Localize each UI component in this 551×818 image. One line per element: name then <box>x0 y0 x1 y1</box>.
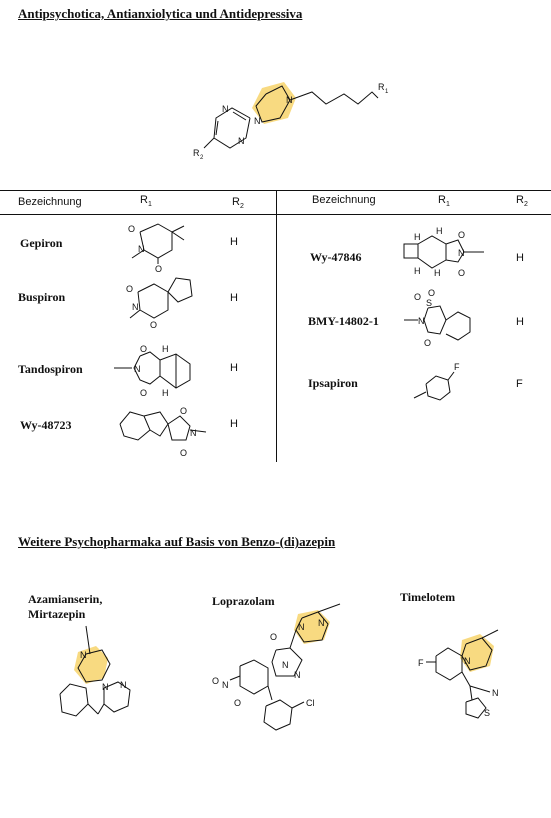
svg-text:N: N <box>298 622 305 632</box>
svg-text:O: O <box>428 288 435 298</box>
svg-text:F: F <box>454 362 460 372</box>
svg-text:O: O <box>128 224 135 234</box>
r1-wy47846-structure: H H H H O N O <box>403 226 484 278</box>
compound-name-ipsapiron: Ipsapiron <box>308 376 358 390</box>
svg-text:N: N <box>318 618 325 628</box>
compound-name-wy48723: Wy-48723 <box>20 418 72 432</box>
svg-text:N: N <box>464 656 471 666</box>
r2-value-gepiron: H <box>230 236 238 248</box>
r1-gepiron-structure: O N O <box>128 223 185 274</box>
svg-text:H: H <box>162 344 169 354</box>
svg-text:N: N <box>282 660 289 670</box>
svg-text:N: N <box>134 364 141 374</box>
svg-text:O: O <box>424 338 431 348</box>
svg-text:N: N <box>138 244 145 254</box>
svg-text:O: O <box>270 632 277 642</box>
svg-text:O: O <box>234 698 241 708</box>
mirtazepin-structure: N N N <box>59 625 131 717</box>
core-r1-label: R <box>378 82 385 92</box>
r1-structures: O N O O N O N O O H H O N O H <box>114 223 484 458</box>
r2-value-ipsapiron: F <box>516 378 523 390</box>
svg-text:O: O <box>155 264 162 274</box>
svg-text:H: H <box>434 268 441 278</box>
r2-value-wy47846: H <box>516 252 524 264</box>
svg-text:N: N <box>120 680 127 690</box>
core-r2-sub: 2 <box>200 155 204 161</box>
svg-text:N: N <box>492 688 499 698</box>
svg-text:O: O <box>180 448 187 458</box>
compound-name-tandospiron: Tandospiron <box>18 362 83 376</box>
header-r2-right: R2 <box>516 194 528 209</box>
r1-bmy148021-structure: N S O O O <box>404 288 471 348</box>
r2-value-buspiron: H <box>230 292 238 304</box>
header-r1-right: R1 <box>438 194 450 209</box>
loprazolam-structure: N N O N N Cl N O O <box>212 603 341 731</box>
svg-text:H: H <box>414 232 421 242</box>
svg-text:H: H <box>414 266 421 276</box>
svg-text:O: O <box>140 388 147 398</box>
svg-text:N: N <box>294 670 301 680</box>
svg-text:N: N <box>132 302 139 312</box>
compound-name-gepiron: Gepiron <box>20 236 63 250</box>
timelotem-structure: N F N S <box>418 629 499 719</box>
svg-text:S: S <box>426 298 432 308</box>
header-name-right: Bezeichnung <box>312 194 376 206</box>
piperazine-highlight <box>252 82 296 124</box>
compound-name-buspiron: Buspiron <box>18 290 66 304</box>
core-r2-label: R <box>193 148 200 158</box>
section-title-antipsychotica: Antipsychotica, Antianxiolytica und Anti… <box>18 6 303 21</box>
table-top-rule <box>0 190 551 191</box>
compound-name-bmy148021: BMY-14802-1 <box>308 314 379 328</box>
core-r1-sub: 1 <box>385 89 389 95</box>
svg-text:N: N <box>222 680 229 690</box>
table-header-rule <box>0 214 551 215</box>
svg-text:O: O <box>458 268 465 278</box>
svg-text:H: H <box>162 388 169 398</box>
svg-text:O: O <box>126 284 133 294</box>
svg-text:N: N <box>80 650 87 660</box>
core-n-bottom: N <box>254 116 261 126</box>
header-r1-left: R1 <box>140 194 152 209</box>
svg-text:Cl: Cl <box>306 698 315 708</box>
compound-name-mirtazepin: Azamianserin, Mirtazepin <box>28 592 103 621</box>
svg-text:O: O <box>150 320 157 330</box>
compound-name-wy47846: Wy-47846 <box>310 250 362 264</box>
svg-text:O: O <box>212 676 219 686</box>
r2-value-wy48723: H <box>230 418 238 430</box>
svg-text:N: N <box>458 248 465 258</box>
svg-text:O: O <box>140 344 147 354</box>
r1-tandospiron-structure: N O O H H <box>114 344 191 398</box>
svg-text:S: S <box>484 708 490 718</box>
svg-text:F: F <box>418 658 424 668</box>
core-n-top: N <box>286 95 293 105</box>
core-pyr-n2: N <box>238 136 245 146</box>
r1-wy48723-structure: O N O <box>119 406 207 458</box>
header-r2-left: R2 <box>232 196 244 211</box>
r1-buspiron-structure: O N O <box>126 277 193 330</box>
r2-value-bmy148021: H <box>516 316 524 328</box>
svg-text:H: H <box>436 226 443 236</box>
table-column-divider <box>276 190 277 462</box>
svg-text:N: N <box>190 428 197 438</box>
core-pyr-n1: N <box>222 104 229 114</box>
r2-value-tandospiron: H <box>230 362 238 374</box>
section-title-benzodiazepin: Weitere Psychopharmaka auf Basis von Ben… <box>18 534 336 549</box>
core-structure-diagram: R 1 N N N N R 2 <box>193 82 389 161</box>
compound-name-timelotem: Timelotem <box>400 590 456 604</box>
svg-text:N: N <box>418 316 425 326</box>
header-name-left: Bezeichnung <box>18 196 82 208</box>
compound-name-loprazolam: Loprazolam <box>212 594 275 608</box>
r1-ipsapiron-structure: F <box>413 362 460 401</box>
svg-text:O: O <box>414 292 421 302</box>
svg-text:O: O <box>458 230 465 240</box>
svg-text:O: O <box>180 406 187 416</box>
